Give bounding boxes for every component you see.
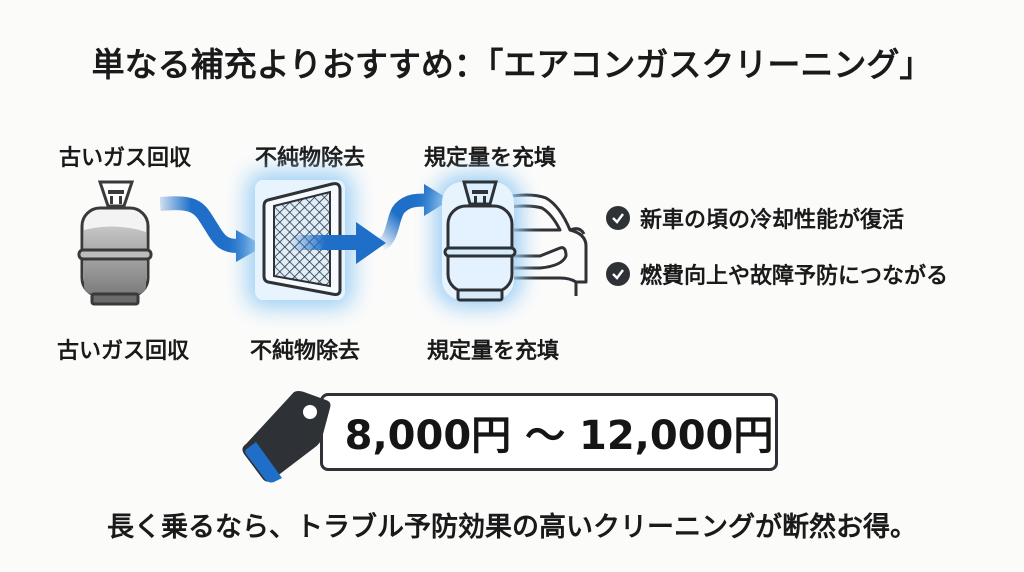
price-tag-icon	[242, 391, 331, 483]
step-1-label-top: 古いガス回収	[58, 146, 191, 171]
car-icon	[500, 193, 588, 296]
step-2-label-top: 不純物除去	[254, 146, 365, 171]
step-1-label-bottom: 古いガス回収	[56, 339, 189, 364]
check-circle-icon	[606, 206, 630, 230]
gas-cylinder-old-icon	[77, 180, 153, 306]
step-2-label-bottom: 不純物除去	[249, 339, 360, 364]
benefit-text: 燃費向上や故障予防につながる	[640, 264, 949, 289]
check-circle-icon	[606, 262, 630, 286]
step-3-label-bottom: 規定量を充填	[426, 339, 559, 364]
price-box: 8,000円 ～ 12,000円	[320, 393, 778, 471]
benefit-text: 新車の頃の冷却性能が復活	[640, 208, 905, 233]
step-3-label-top: 規定量を充填	[423, 146, 556, 171]
gas-cylinder-new-icon	[443, 180, 517, 302]
flow-arrow-1-icon	[160, 196, 264, 262]
flow-arrow-2-icon	[290, 222, 386, 264]
page-title: 単なる補充よりおすすめ：「エアコンガスクリーニング」	[91, 45, 933, 84]
benefit-item-2: 燃費向上や故障予防につながる	[606, 256, 948, 292]
benefit-item-1: 新車の頃の冷却性能が復活	[606, 200, 948, 236]
flow-arrow-3-icon	[378, 184, 450, 250]
price-range: 8,000円 ～ 12,000円	[344, 413, 774, 459]
footer-message: 長く乗るなら、トラブル予防効果の高いクリーニングが断然お得。	[107, 512, 917, 543]
benefit-list: 新車の頃の冷却性能が復活 燃費向上や故障予防につながる	[606, 200, 948, 312]
